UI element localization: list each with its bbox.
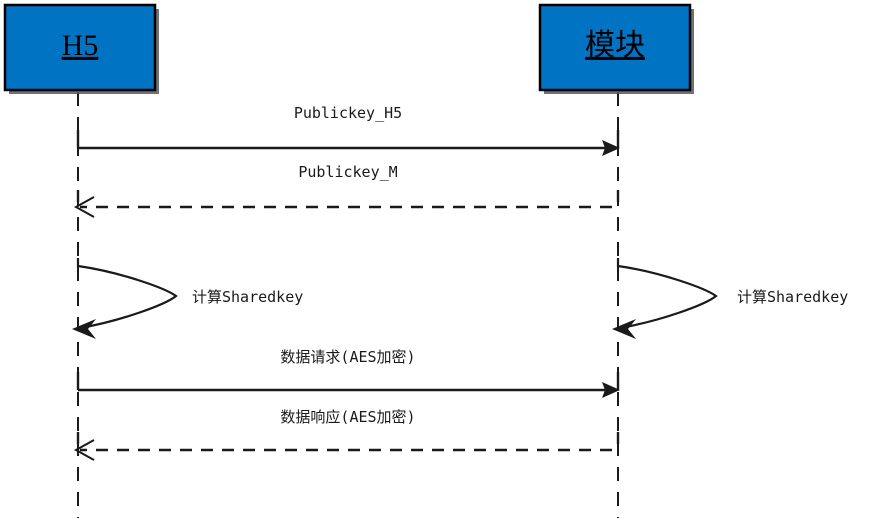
- message-label-publickey-m: Publickey_M: [298, 163, 397, 181]
- self-loop-path: [616, 258, 718, 330]
- message-publickey-m[interactable]: Publickey_M: [73, 163, 620, 218]
- arrowhead-filled-right: [602, 140, 620, 156]
- lifelines: [77, 92, 619, 518]
- participant-h5[interactable]: H5: [3, 3, 159, 94]
- arrowhead-filled-right: [602, 382, 620, 398]
- participant-label-module: 模块: [585, 29, 645, 62]
- message-label-publickey-h5: Publickey_H5: [294, 104, 402, 122]
- arrowhead-open-left: [73, 196, 95, 218]
- participant-label-h5: H5: [62, 29, 99, 62]
- participant-module[interactable]: 模块: [538, 3, 694, 94]
- self-message-label-module: 计算Sharedkey: [737, 288, 848, 306]
- message-data-request[interactable]: 数据请求(AES加密): [76, 348, 620, 398]
- arrowhead-filled-left: [612, 319, 636, 339]
- self-message-calc-sharedkey-h5[interactable]: 计算Sharedkey: [72, 258, 303, 339]
- arrowhead-filled-left: [72, 319, 96, 339]
- participant-box-module[interactable]: [538, 3, 692, 92]
- self-message-calc-sharedkey-module[interactable]: 计算Sharedkey: [612, 258, 848, 339]
- message-label-data-response: 数据响应(AES加密): [280, 408, 415, 426]
- message-label-data-request: 数据请求(AES加密): [280, 348, 415, 366]
- message-data-response[interactable]: 数据响应(AES加密): [73, 408, 620, 461]
- arrowhead-open-left: [73, 439, 95, 461]
- self-loop-path: [76, 258, 178, 330]
- message-publickey-h5[interactable]: Publickey_H5: [76, 104, 620, 156]
- self-message-label-h5: 计算Sharedkey: [192, 288, 303, 306]
- participant-box-h5[interactable]: [3, 3, 157, 92]
